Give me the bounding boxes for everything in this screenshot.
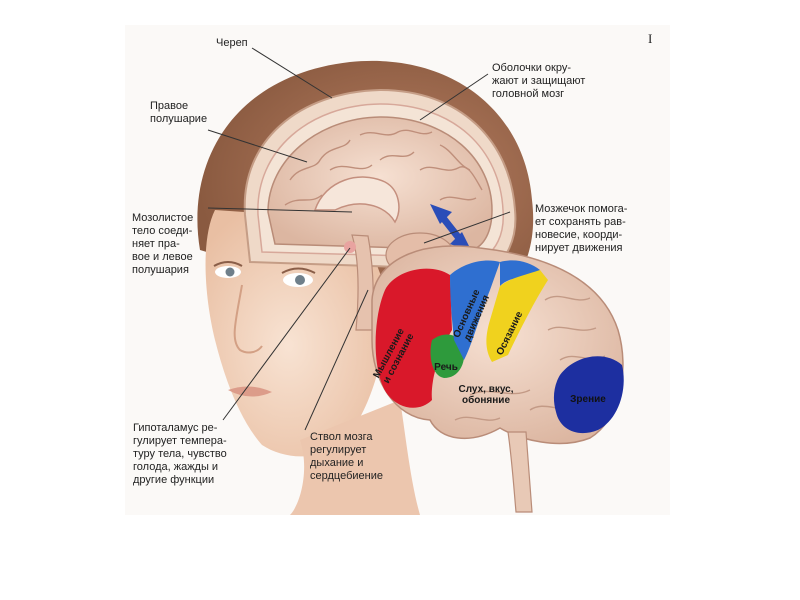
label-brainstem: Ствол мозга регулирует дыхание и сердцеб…: [310, 431, 383, 483]
region-label-vision: Зрение: [558, 394, 618, 405]
hypothalamus: [344, 241, 356, 253]
label-meninges: Оболочки окру- жают и защищают головной …: [492, 62, 585, 101]
label-right-hemisphere: Правое полушарие: [150, 100, 207, 126]
page-marker: I: [648, 32, 652, 45]
label-hypothalamus: Гипоталамус ре- гулирует темпера- туру т…: [133, 422, 227, 487]
label-skull: Череп: [216, 37, 248, 50]
region-label-speech: Речь: [426, 362, 466, 373]
label-cerebellum: Мозжечок помога- ет сохранять рав- новес…: [535, 203, 627, 255]
label-corpus-callosum: Мозолистое тело соеди- няет пра- вое и л…: [132, 212, 193, 277]
region-label-hearing: Слух, вкус, обоняние: [448, 384, 524, 406]
